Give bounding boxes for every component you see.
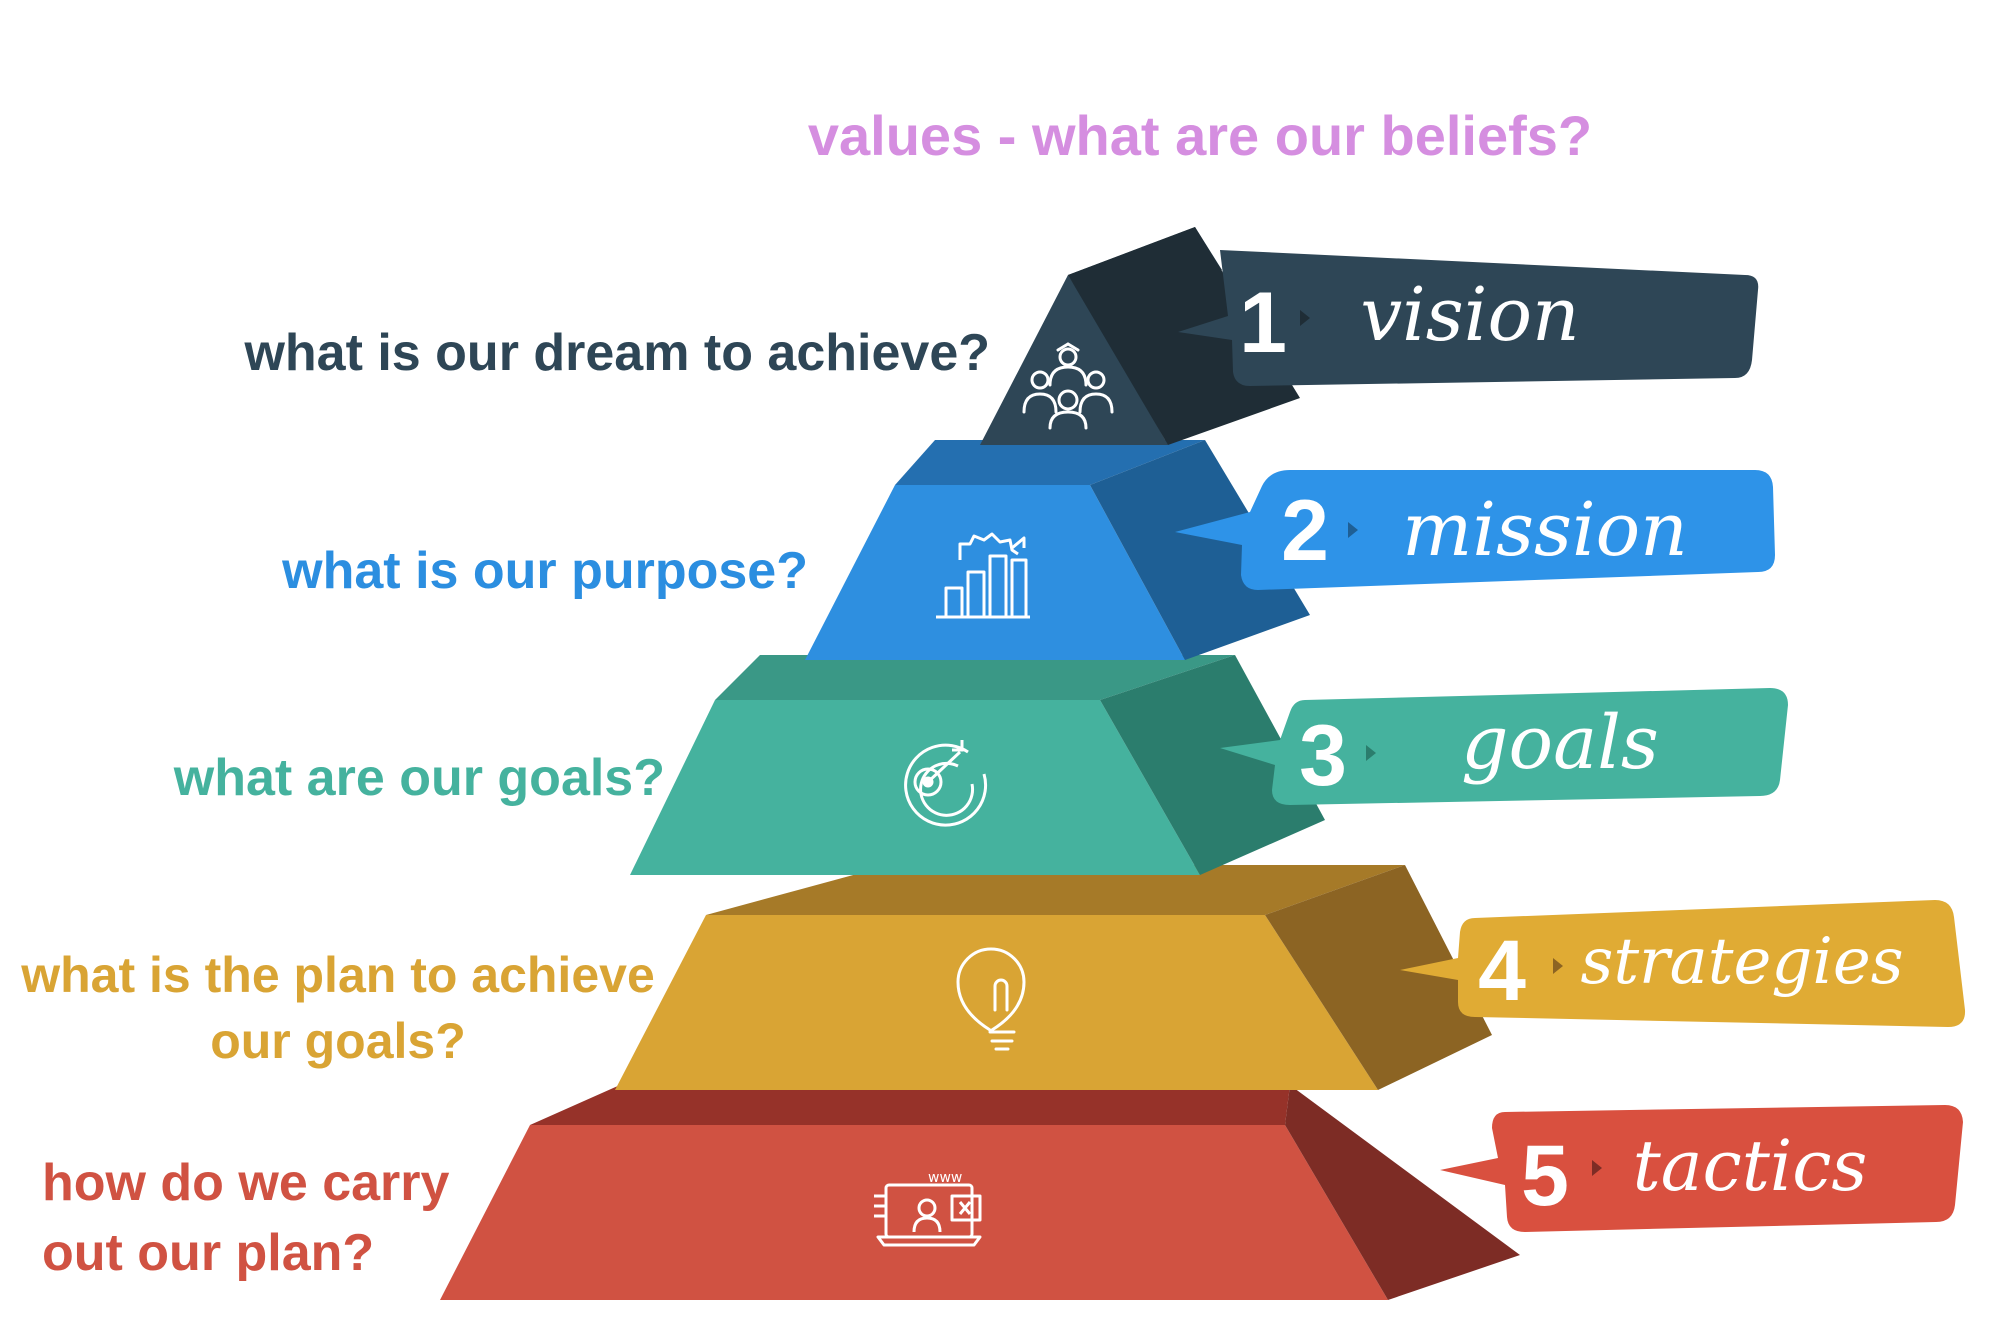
level-3-tag: 3 goals xyxy=(1220,688,1788,805)
target-icon xyxy=(904,740,988,827)
level-4-tag: 4 strategies xyxy=(1400,900,1966,1027)
level-2-front-face xyxy=(805,485,1185,660)
level-5-question-line-1: how do we carry xyxy=(42,1154,450,1212)
web-laptop-tools-icon: www xyxy=(874,1170,982,1247)
pyramid-level-5 xyxy=(440,1085,1520,1300)
level-2-question: what is our purpose? xyxy=(281,542,808,600)
pyramid-level-3 xyxy=(630,655,1325,875)
level-1-question: what is our dream to achieve? xyxy=(243,324,990,382)
level-4-side-face xyxy=(1265,865,1492,1090)
team-people-icon xyxy=(1022,342,1114,430)
level-3-question: what are our goals? xyxy=(173,749,665,807)
level-3-number: 3 xyxy=(1299,708,1347,804)
level-2-top-face xyxy=(895,440,1205,485)
level-4-number: 4 xyxy=(1478,923,1526,1019)
level-5-top-face xyxy=(530,1085,1290,1125)
lightbulb-icon xyxy=(956,947,1026,1051)
level-2-label: mission xyxy=(1402,487,1688,573)
level-4-question-line-2: our goals? xyxy=(210,1013,466,1069)
level-1-number: 1 xyxy=(1239,275,1287,371)
pyramid-level-4 xyxy=(615,865,1492,1090)
title: values - what are our beliefs? xyxy=(808,104,1592,167)
level-5-tag: 5 tactics xyxy=(1440,1105,1963,1232)
level-5-front-face xyxy=(440,1125,1388,1300)
level-3-label: goals xyxy=(1461,700,1659,786)
level-5-side-face xyxy=(1285,1085,1520,1300)
pyramid-level-2 xyxy=(805,440,1310,660)
level-5-label: tactics xyxy=(1633,1125,1868,1207)
level-4-question-line-1: what is the plan to achieve xyxy=(20,947,655,1003)
level-1-side-face xyxy=(1068,227,1300,445)
level-5-question-line-2: out our plan? xyxy=(42,1224,374,1282)
level-2-tag: 2 mission xyxy=(1175,470,1775,590)
level-5-number: 5 xyxy=(1521,1128,1569,1224)
level-2-number: 2 xyxy=(1281,483,1329,579)
level-3-top-face xyxy=(715,655,1235,700)
level-1-tag: 1 vision xyxy=(1178,250,1759,386)
level-2-side-face xyxy=(1090,440,1310,660)
level-4-label: strategies xyxy=(1580,925,1903,999)
level-1-label: vision xyxy=(1360,272,1579,358)
svg-text:www: www xyxy=(928,1170,962,1186)
level-4-top-face xyxy=(706,865,1405,915)
level-3-side-face xyxy=(1100,655,1325,875)
growth-chart-gear-icon xyxy=(936,532,1030,619)
